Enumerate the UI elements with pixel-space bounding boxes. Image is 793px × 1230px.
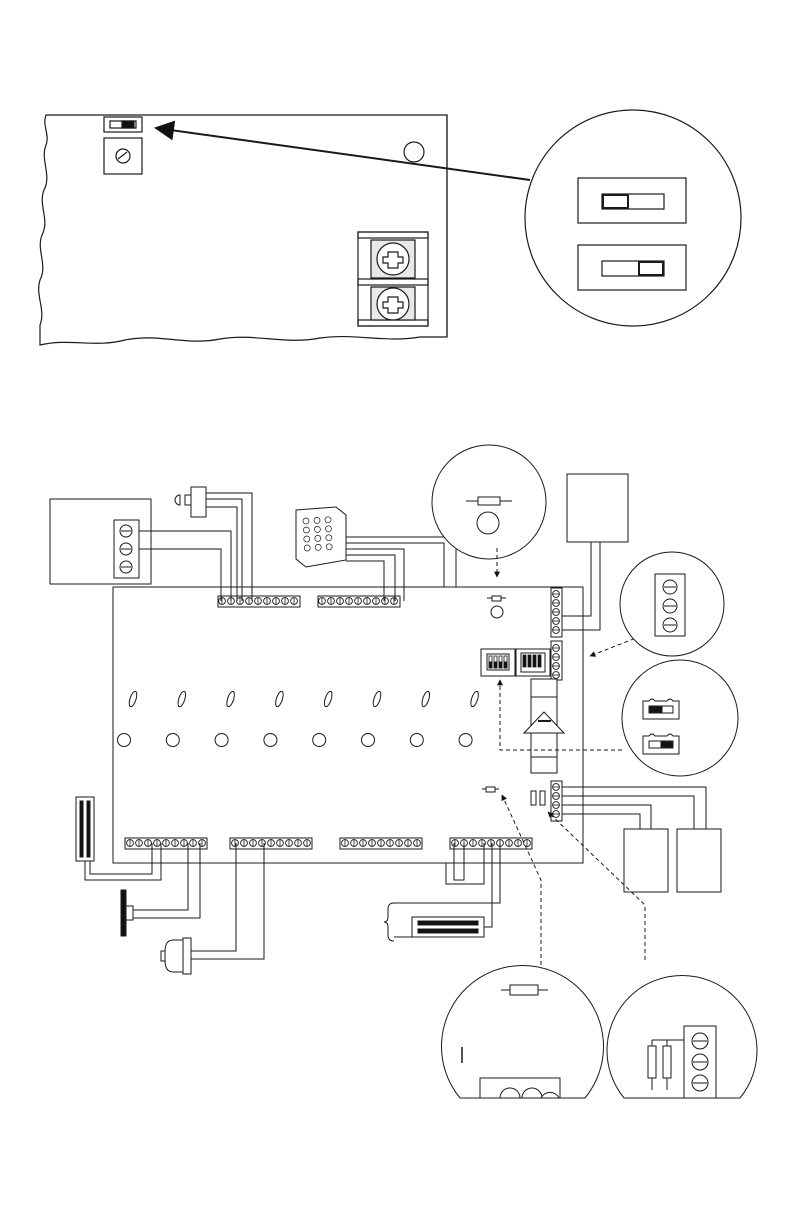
keypad	[296, 507, 346, 567]
three-terminal-callout	[620, 552, 724, 656]
keypad-key	[314, 526, 320, 532]
indicator-hole	[410, 734, 423, 747]
jumper-callout	[622, 660, 738, 776]
keypad-key	[325, 517, 331, 523]
sensor	[121, 890, 133, 936]
indicator-hole	[215, 734, 228, 747]
top-panel	[39, 110, 741, 345]
indicator-hole	[362, 734, 375, 747]
terminal-stack-right-3	[551, 781, 562, 821]
callout-arrow	[156, 128, 530, 180]
push-button	[175, 487, 206, 517]
dip-lever	[523, 655, 526, 667]
keypad-key	[314, 517, 320, 523]
keypad-key	[325, 526, 331, 532]
terminal-group-bottom-3	[340, 838, 422, 849]
terminal-group-bottom-2	[230, 838, 312, 849]
bottom-panel	[50, 445, 757, 1098]
mounting-hole	[404, 142, 424, 162]
terminal-stack-right-2	[551, 641, 562, 680]
control-board	[113, 587, 583, 863]
output-device-2	[677, 829, 721, 892]
indicator-hole	[264, 734, 277, 747]
magnetic-lock	[384, 903, 484, 941]
end-of-line-resistor-callout	[442, 965, 604, 1098]
terminal-group-bottom-1	[125, 838, 207, 849]
keypad-key	[315, 535, 321, 541]
terminal-stack-right-1	[551, 588, 562, 637]
dip-lever	[533, 655, 536, 667]
keypad-key	[303, 518, 309, 524]
dip-switch-1	[481, 649, 515, 676]
relay-module	[567, 474, 628, 542]
keypad-key	[326, 544, 332, 550]
double-resistor-callout	[607, 975, 757, 1098]
two-screw-terminal-block	[358, 232, 428, 326]
terminal-group-top-2	[318, 596, 400, 607]
terminal-group-top-1	[218, 596, 300, 607]
door-contact	[76, 797, 94, 861]
indicator-hole	[166, 734, 179, 747]
indicator-hole	[313, 734, 326, 747]
indicator-hole	[459, 734, 472, 747]
dip-switch-2	[516, 649, 550, 676]
keypad-key	[304, 536, 310, 542]
dip-lever	[528, 655, 531, 667]
indicator-hole	[118, 734, 131, 747]
keypad-key	[304, 545, 310, 551]
potentiometer	[104, 138, 142, 174]
keypad-key	[303, 527, 309, 533]
siren	[161, 938, 191, 974]
keypad-key	[326, 535, 332, 541]
output-device-1	[624, 829, 668, 892]
power-supply	[50, 499, 151, 584]
keypad-key	[315, 544, 321, 550]
switch-zoom-callout	[525, 110, 741, 326]
resistor-led-callout	[432, 445, 546, 559]
dip-lever	[538, 655, 541, 667]
terminal-group-bottom-4	[450, 838, 532, 849]
